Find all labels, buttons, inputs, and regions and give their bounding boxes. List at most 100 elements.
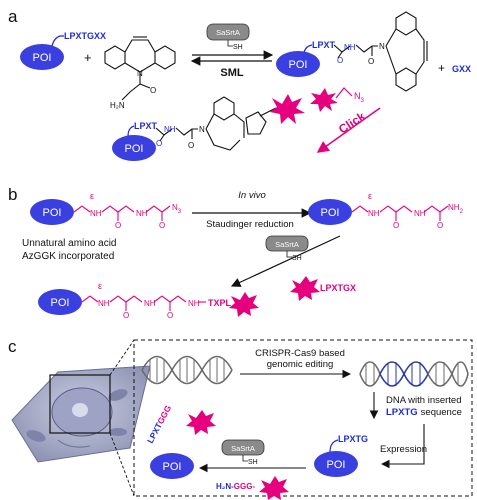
enzyme-sasrta-a: SaSrtA SH — [206, 23, 250, 51]
nh-b1: NH — [90, 209, 102, 218]
svg-text:SH: SH — [292, 255, 302, 262]
svg-text:POI: POI — [125, 143, 144, 155]
tag-linker-a2 — [303, 44, 313, 53]
svg-text:SH: SH — [248, 459, 258, 466]
product-o-atom-2: O — [368, 57, 374, 66]
in-vivo-label: In vivo — [238, 190, 265, 201]
gxx-byproduct: GXX — [452, 64, 471, 74]
plus-a1: + — [84, 50, 92, 65]
nh-b5: NH — [98, 299, 110, 308]
txpl-tag: TXPL — [208, 298, 232, 308]
poi-blob-b3: POI — [38, 289, 82, 315]
svg-text:SH: SH — [233, 44, 243, 51]
nh-b2: NH — [136, 209, 148, 218]
unnatural-aa-note-2: AzGGK incorporated — [22, 251, 114, 262]
crispr-label-2: genomic editing — [267, 359, 334, 370]
azide-fluorophore — [310, 87, 353, 112]
click-product-structure — [155, 96, 277, 151]
o-b1: O — [115, 221, 121, 230]
tag-linker-c1 — [329, 439, 339, 453]
tag-linker-a1 — [51, 35, 64, 47]
dbco-product-structure — [333, 11, 428, 92]
lpxtg-expressed-tag: LPXTG — [338, 434, 368, 444]
poi-blob-a2: POI — [276, 51, 320, 77]
epsilon-b3: ε — [98, 281, 102, 291]
dna-note-1: DNA with inserted — [386, 395, 462, 406]
sml-label: SML — [220, 67, 244, 79]
panel-c-label: c — [8, 337, 17, 356]
amine-label: H₂N — [110, 101, 125, 110]
zoom-panel-frame — [133, 339, 473, 497]
reagent-fluorophore-c — [259, 476, 289, 500]
product-nh-atom: NH — [344, 43, 356, 52]
svg-text:POI: POI — [289, 59, 308, 71]
svg-text:SaSrtA: SaSrtA — [216, 28, 240, 37]
sortase-arrow-b — [230, 235, 341, 287]
click-arrow — [316, 107, 381, 153]
panel-a-label: a — [8, 7, 18, 26]
ligated-product-structure — [81, 295, 206, 311]
click-o-atom-2: O — [188, 141, 194, 150]
svg-text:SaSrtA: SaSrtA — [275, 240, 299, 249]
dbco-n-atom: N — [137, 69, 143, 78]
dbco-o-atom: O — [150, 86, 156, 95]
lpxtgx-peptide: LPXTGX — [320, 283, 356, 293]
product-o-atom-1: O — [337, 56, 343, 65]
staudinger-label: Staudinger reduction — [206, 219, 294, 230]
o-b3: O — [393, 221, 399, 230]
poi-blob-a1: POI — [20, 44, 64, 70]
aminoggk-structure — [351, 205, 449, 221]
azggk-structure — [73, 205, 171, 221]
unnatural-aa-note-1: Unnatural amino acid — [22, 238, 117, 249]
crispr-label-1: CRISPR-Cas9 based — [255, 348, 345, 359]
poi-blob-b2: POI — [308, 199, 352, 225]
poi-blob-b1: POI — [30, 199, 74, 225]
o-b4: O — [437, 221, 443, 230]
click-nh-atom: NH — [164, 125, 176, 134]
poi-blob-a3: POI — [112, 135, 156, 161]
o-b2: O — [159, 221, 165, 230]
nh-b3: NH — [368, 209, 380, 218]
azide-n3-b: N3 — [172, 203, 182, 215]
product-fluorophore-c — [186, 410, 216, 435]
enzyme-sasrta-c: SaSrtA SH — [221, 439, 265, 466]
poi-blob-c2: POI — [150, 453, 194, 479]
h2n-ggg-reagent: H₂N-GGG- — [216, 482, 255, 491]
peptide-fluorophore-b — [290, 276, 320, 301]
click-label: Click — [336, 109, 368, 137]
product-n-atom: N — [379, 42, 385, 51]
o-b6: O — [167, 311, 173, 320]
epsilon-b1: ε — [90, 191, 94, 201]
nh-b6: NH — [144, 299, 156, 308]
svg-text:POI: POI — [327, 459, 346, 471]
nh-b4: NH — [414, 209, 426, 218]
svg-text:POI: POI — [321, 207, 340, 219]
azide-n3-a: N3 — [354, 91, 365, 104]
enzyme-sasrta-b: SaSrtA SH — [265, 235, 309, 262]
amine-nh2-b: NH2 — [448, 203, 464, 215]
tag-linker-a3 — [127, 125, 135, 137]
panel-b-label: b — [8, 185, 17, 204]
lpxtggg-product-tag: LPXTGGG — [145, 403, 174, 445]
poi-blob-c1: POI — [314, 451, 358, 477]
lpxt-tag-a3: LPXT — [134, 121, 158, 131]
dna-helix-original — [141, 355, 233, 385]
clicked-fluorophore — [270, 94, 305, 124]
svg-text:SaSrtA: SaSrtA — [231, 444, 255, 453]
plant-cell-illustration — [11, 365, 151, 463]
click-o-atom-1: O — [156, 139, 162, 148]
svg-text:POI: POI — [51, 297, 70, 309]
lpxtgxx-tag: LPXTGXX — [64, 31, 106, 41]
product-fluorophore-b — [229, 292, 259, 317]
svg-text:POI: POI — [33, 52, 52, 64]
dna-helix-edited — [359, 361, 469, 387]
plus-a2: + — [438, 61, 445, 75]
zoom-line-top — [109, 339, 135, 376]
zoom-line-bottom — [109, 432, 135, 497]
o-b5: O — [123, 311, 129, 320]
click-n-atom: N — [199, 125, 205, 134]
lpxt-tag-a2: LPXT — [312, 40, 336, 50]
epsilon-b2: ε — [368, 191, 372, 201]
